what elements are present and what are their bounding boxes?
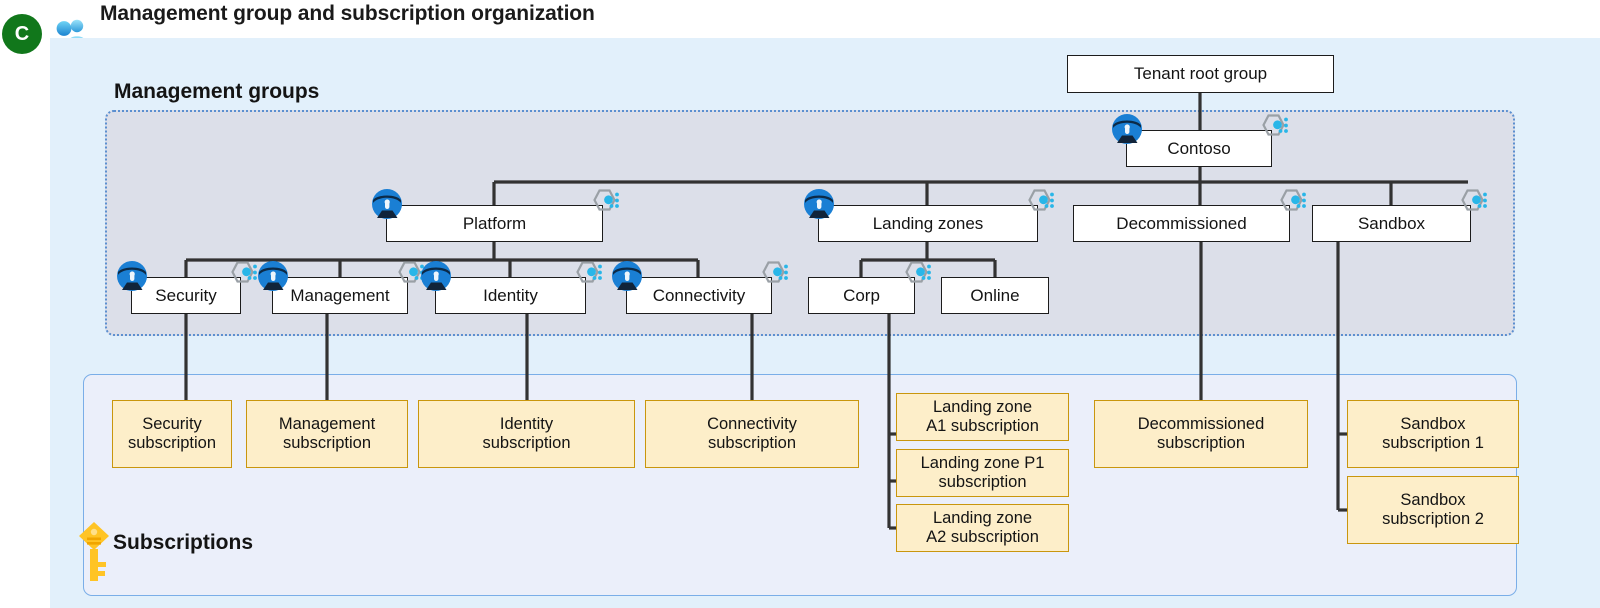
subscription-line2: subscription — [482, 434, 571, 452]
management-group-icon — [231, 261, 257, 283]
mg-node-tenant-root-group[interactable]: Tenant root group — [1067, 55, 1334, 93]
subscription-node-landing-zone-a2[interactable]: Landing zone A2 subscription — [896, 504, 1069, 552]
subscription-line1: Security — [142, 415, 202, 434]
policy-icon — [258, 261, 288, 291]
mg-node-landing-zones[interactable]: Landing zones — [804, 189, 1054, 242]
subscription-line1: Landing zone — [932, 509, 1033, 528]
mg-node-decommissioned[interactable]: Decommissioned — [1073, 189, 1306, 242]
mg-label-contoso: Contoso — [1167, 138, 1231, 158]
subscription-line2: subscription — [1156, 434, 1246, 452]
page-title: Management group and subscription organi… — [100, 2, 595, 25]
subscription-line2: A2 subscription — [926, 528, 1039, 546]
management-group-icon — [1280, 189, 1306, 211]
mg-label-management: Management — [290, 285, 390, 305]
mg-node-security[interactable]: Security — [117, 261, 257, 314]
subscription-line1: Landing zone P1 — [920, 454, 1045, 473]
subscription-line1: Decommissioned — [1137, 415, 1265, 434]
mg-node-platform[interactable]: Platform — [372, 189, 619, 242]
subscription-node-sandbox-1[interactable]: Sandbox subscription 1 — [1347, 400, 1519, 468]
subscription-line2: subscription — [707, 434, 797, 452]
policy-icon — [612, 261, 642, 291]
subscription-line1: Identity — [499, 415, 554, 434]
mg-node-sandbox[interactable]: Sandbox — [1312, 189, 1487, 242]
mg-node-connectivity[interactable]: Connectivity — [612, 261, 788, 314]
subscription-line2: subscription — [127, 434, 217, 452]
management-group-icon — [576, 261, 602, 283]
mg-node-corp[interactable]: Corp — [808, 261, 931, 314]
management-group-icon — [905, 261, 931, 283]
subscription-line1: Sandbox — [1400, 415, 1466, 434]
key-icon — [79, 522, 109, 581]
management-group-icon — [1461, 189, 1487, 211]
mg-label-sandbox: Sandbox — [1357, 213, 1426, 233]
subscription-node-connectivity[interactable]: Connectivity subscription — [645, 400, 859, 468]
subscription-line2: subscription 2 — [1382, 510, 1484, 528]
mg-node-contoso[interactable]: Contoso — [1112, 114, 1288, 167]
subscription-line2: subscription 1 — [1382, 434, 1484, 452]
mg-node-management[interactable]: Management — [258, 261, 424, 314]
subscription-line1: Management — [278, 415, 376, 434]
mg-label-platform: Platform — [462, 213, 527, 233]
management-group-icon — [1262, 114, 1288, 136]
management-groups-label: Management groups — [114, 80, 320, 103]
mg-label-landing-zones: Landing zones — [872, 213, 984, 233]
mg-node-online[interactable]: Online — [941, 277, 1049, 314]
subscriptions-label: Subscriptions — [113, 531, 254, 554]
management-group-icon — [593, 189, 619, 211]
management-group-icon — [1028, 189, 1054, 211]
mg-label-security: Security — [155, 285, 217, 305]
subscription-line1: Connectivity — [707, 415, 797, 434]
mg-label-corp: Corp — [843, 285, 880, 305]
subscription-node-management[interactable]: Management subscription — [246, 400, 408, 468]
subscription-line2: subscription — [938, 473, 1027, 491]
contoso-badge-icon: C — [2, 14, 42, 54]
management-group-icon — [762, 261, 788, 283]
subscription-line2: A1 subscription — [926, 417, 1039, 435]
mg-label-online: Online — [970, 285, 1020, 305]
subscription-node-decommissioned[interactable]: Decommissioned subscription — [1094, 400, 1308, 468]
subscription-line1: Sandbox — [1400, 491, 1466, 510]
policy-icon — [421, 261, 451, 291]
mg-label-decommissioned: Decommissioned — [1116, 213, 1247, 233]
subscription-node-identity[interactable]: Identity subscription — [418, 400, 635, 468]
subscription-node-landing-zone-a1[interactable]: Landing zone A1 subscription — [896, 393, 1069, 441]
mg-label-connectivity: Connectivity — [652, 285, 746, 305]
subscription-node-security[interactable]: Security subscription — [112, 400, 232, 468]
subscription-node-sandbox-2[interactable]: Sandbox subscription 2 — [1347, 476, 1519, 544]
policy-icon — [1112, 114, 1142, 144]
subscription-line1: Landing zone — [932, 398, 1033, 417]
mg-label-tenant-root-group: Tenant root group — [1133, 64, 1268, 84]
policy-icon — [117, 261, 147, 291]
policy-icon — [804, 189, 834, 219]
subscription-node-landing-zone-p1[interactable]: Landing zone P1 subscription — [896, 449, 1069, 497]
mg-node-identity[interactable]: Identity — [421, 261, 602, 314]
subscription-line2: subscription — [282, 434, 372, 452]
mg-label-identity: Identity — [483, 285, 538, 305]
policy-icon — [372, 189, 402, 219]
